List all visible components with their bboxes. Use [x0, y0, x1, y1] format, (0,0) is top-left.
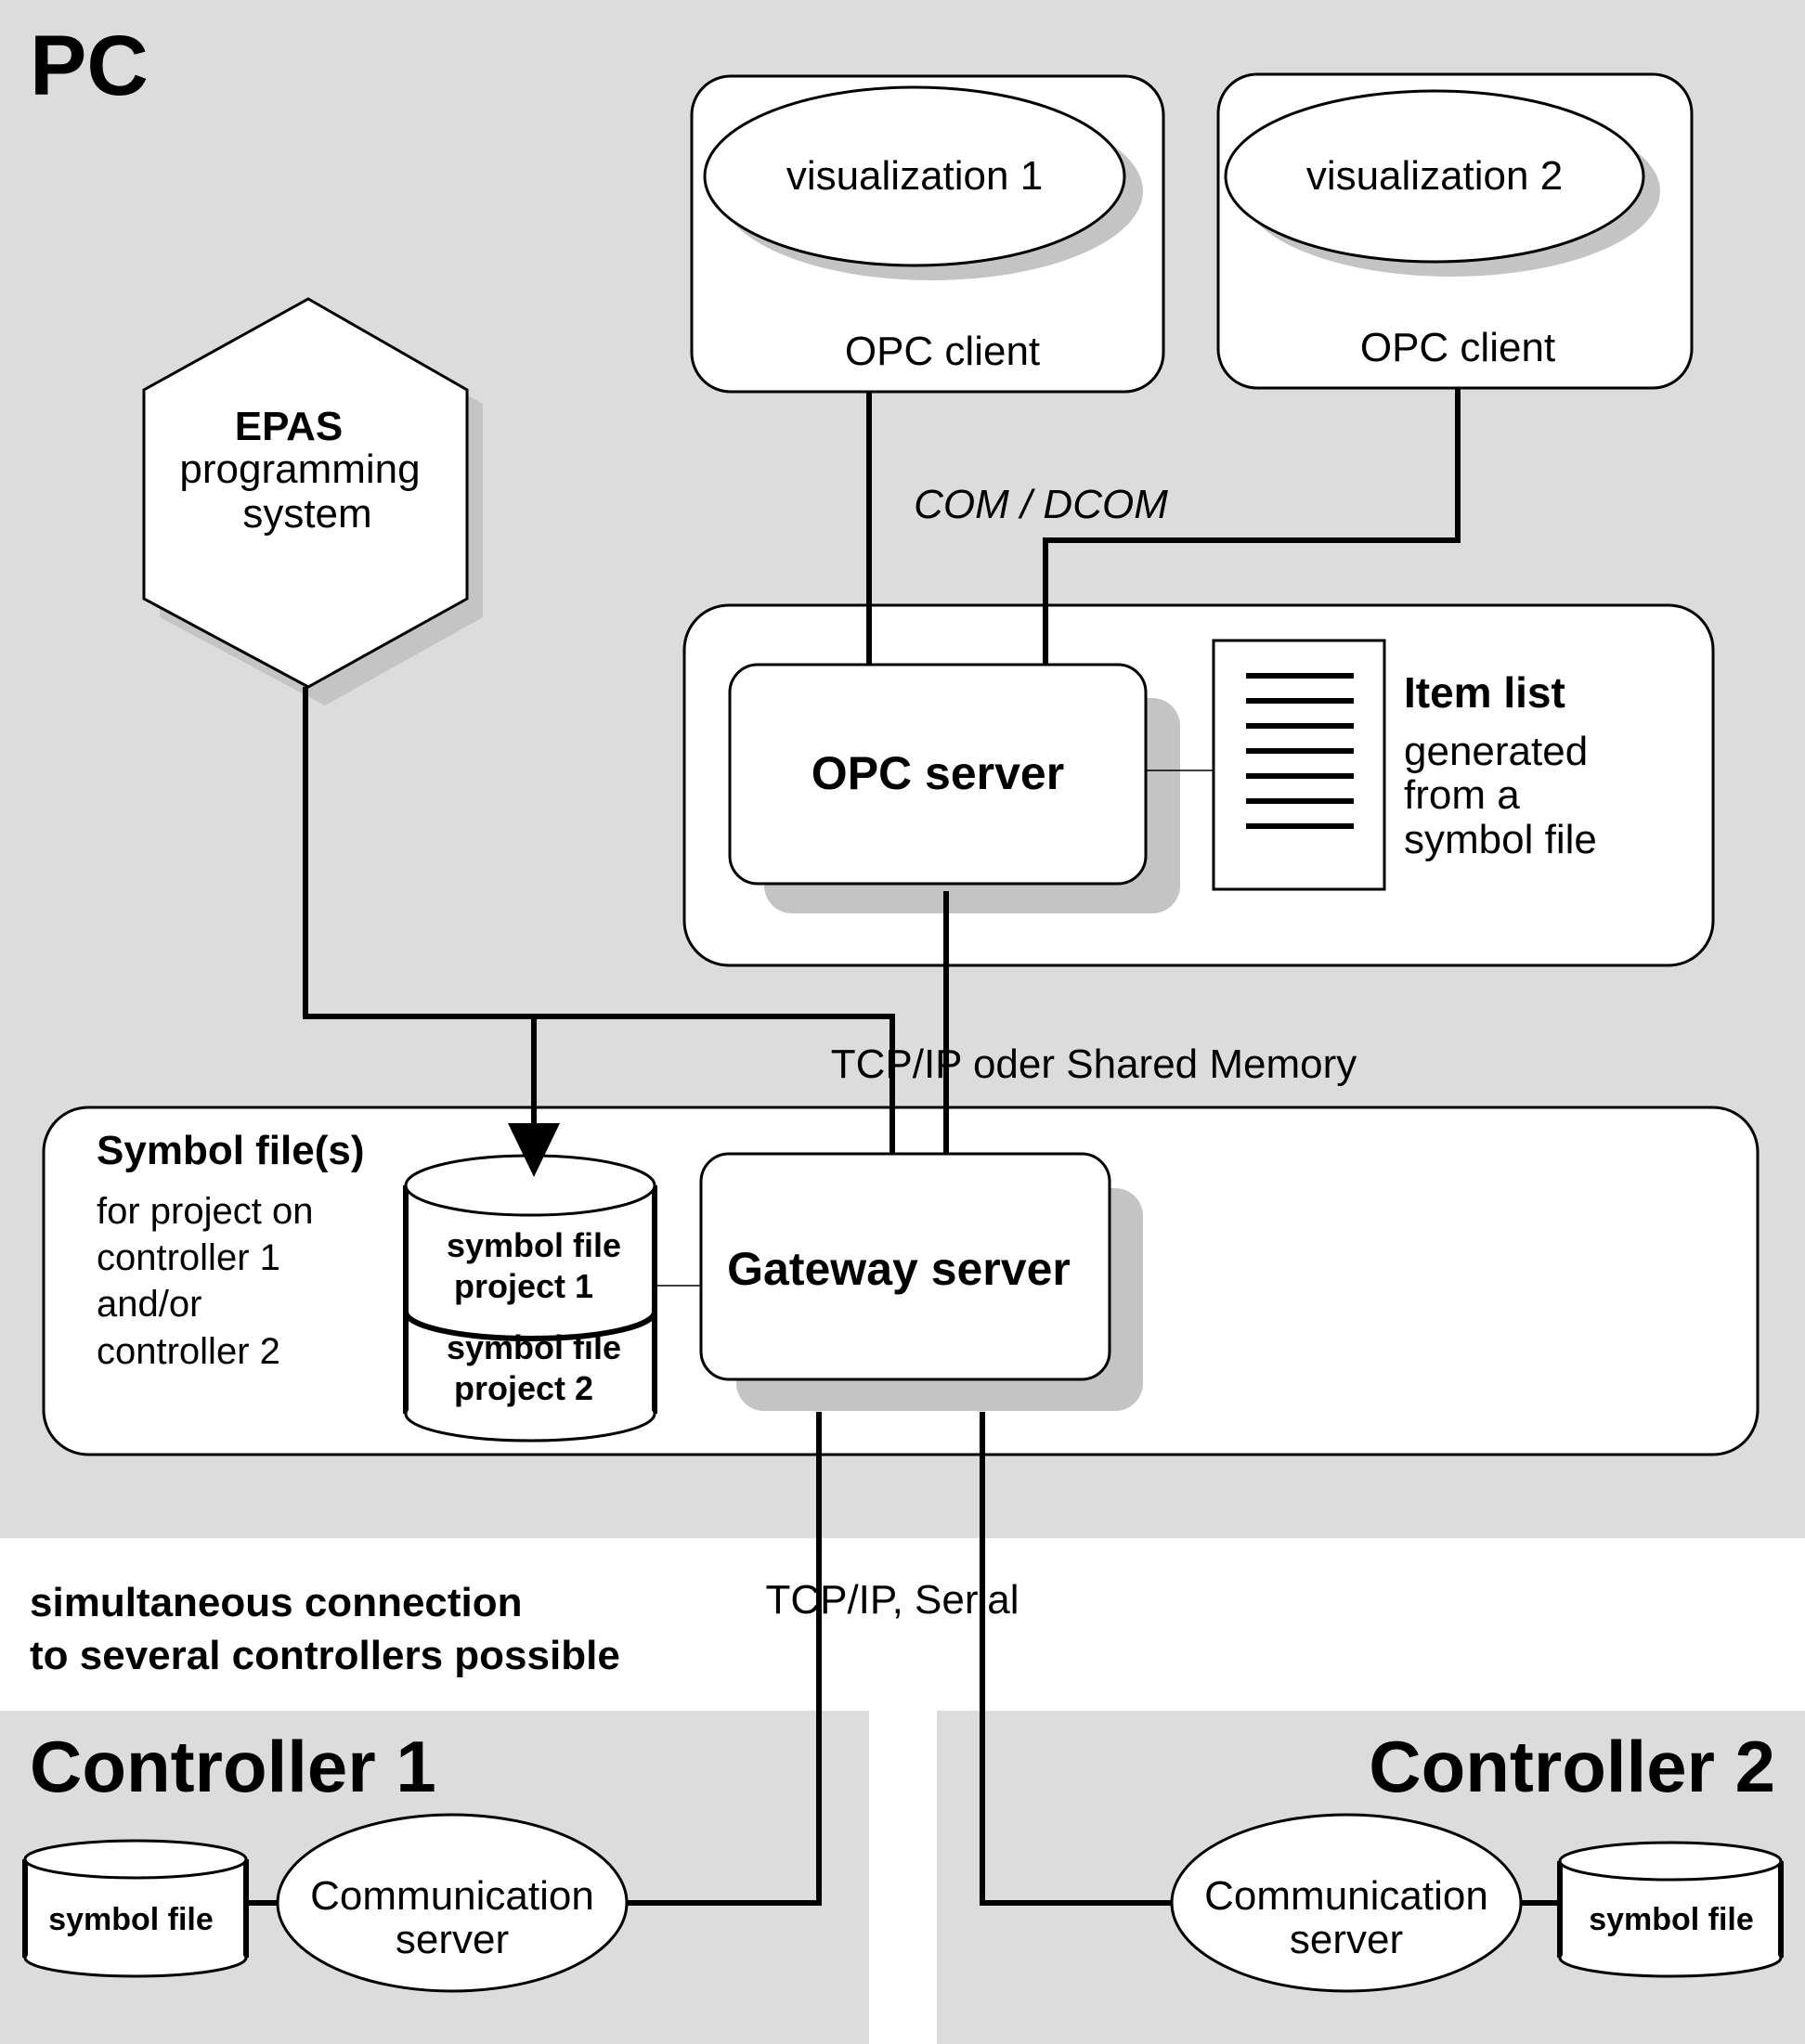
- connection-lines: [303, 388, 1461, 1906]
- controller-1-comm-line2: server: [396, 1917, 509, 1962]
- epas-title: EPAS: [235, 404, 344, 449]
- symbol-files-line2: controller 1: [97, 1237, 280, 1278]
- symbol-files-line3: and/or: [97, 1284, 201, 1325]
- item-list: Item list generated from a symbol file: [1146, 639, 1597, 891]
- symbol-file-p2-line2: project 2: [454, 1369, 593, 1407]
- note-line2: to several controllers possible: [30, 1633, 620, 1678]
- opc-client-1: visualization 1 OPC client: [690, 74, 1165, 394]
- controller-2-title: Controller 2: [1369, 1726, 1775, 1807]
- com-dcom-label: COM / DCOM: [914, 482, 1168, 527]
- tcp-serial-label: TCP/IP, Serial: [765, 1577, 1019, 1623]
- item-list-line2: from a: [1404, 772, 1520, 818]
- gateway-server: Gateway server: [699, 1152, 1143, 1411]
- item-list-line1: generated: [1404, 729, 1588, 774]
- symbol-files-line1: for project on: [97, 1191, 313, 1232]
- controller-2-comm-line2: server: [1290, 1917, 1403, 1962]
- visualization-1-label: visualization 1: [786, 153, 1043, 199]
- symbol-files-title: Symbol file(s): [97, 1128, 365, 1173]
- opc-server: OPC server: [728, 663, 1180, 913]
- gateway-server-label: Gateway server: [727, 1243, 1071, 1295]
- symbol-file-p2-line1: symbol file: [447, 1328, 621, 1366]
- item-list-document-icon: [1212, 639, 1386, 891]
- controller-2-communication-server: Communication server: [1170, 1813, 1523, 1993]
- controller-1-symbol-file-label: symbol file: [48, 1902, 214, 1937]
- symbol-file-p1-line2: project 1: [454, 1267, 593, 1305]
- controller-2-comm-line1: Communication: [1204, 1873, 1488, 1919]
- controller-2-symbol-file: symbol file: [1557, 1841, 1784, 1978]
- controller-2-symbol-file-label: symbol file: [1589, 1902, 1754, 1937]
- item-list-line3: symbol file: [1404, 817, 1597, 862]
- epas-line2: programming: [179, 446, 420, 492]
- controller-1-symbol-file: symbol file: [22, 1839, 249, 1978]
- opc-client-2: visualization 2 OPC client: [1216, 72, 1694, 390]
- tcp-shared-memory-label: TCP/IP oder Shared Memory: [831, 1041, 1357, 1087]
- note-line1: simultaneous connection: [30, 1580, 523, 1625]
- item-list-title: Item list: [1404, 668, 1565, 717]
- symbol-file-p1-line1: symbol file: [447, 1226, 621, 1264]
- pc-title: PC: [30, 19, 149, 113]
- opc-client-1-label: OPC client: [845, 329, 1040, 374]
- arrow-head: [508, 1123, 560, 1177]
- symbol-files-line4: controller 2: [97, 1331, 280, 1372]
- opc-server-label: OPC server: [812, 747, 1064, 799]
- opc-client-2-label: OPC client: [1360, 325, 1555, 370]
- controller-1-communication-server: Communication server: [276, 1813, 629, 1993]
- symbol-file-cylinder: symbol file project 1 symbol file projec…: [403, 1154, 657, 1442]
- controller-1-title: Controller 1: [30, 1726, 436, 1807]
- epas-line3: system: [242, 491, 371, 537]
- visualization-2-label: visualization 2: [1306, 153, 1563, 199]
- epas-programming-system: EPAS programming system: [142, 297, 483, 705]
- controller-1-comm-line1: Communication: [310, 1873, 594, 1919]
